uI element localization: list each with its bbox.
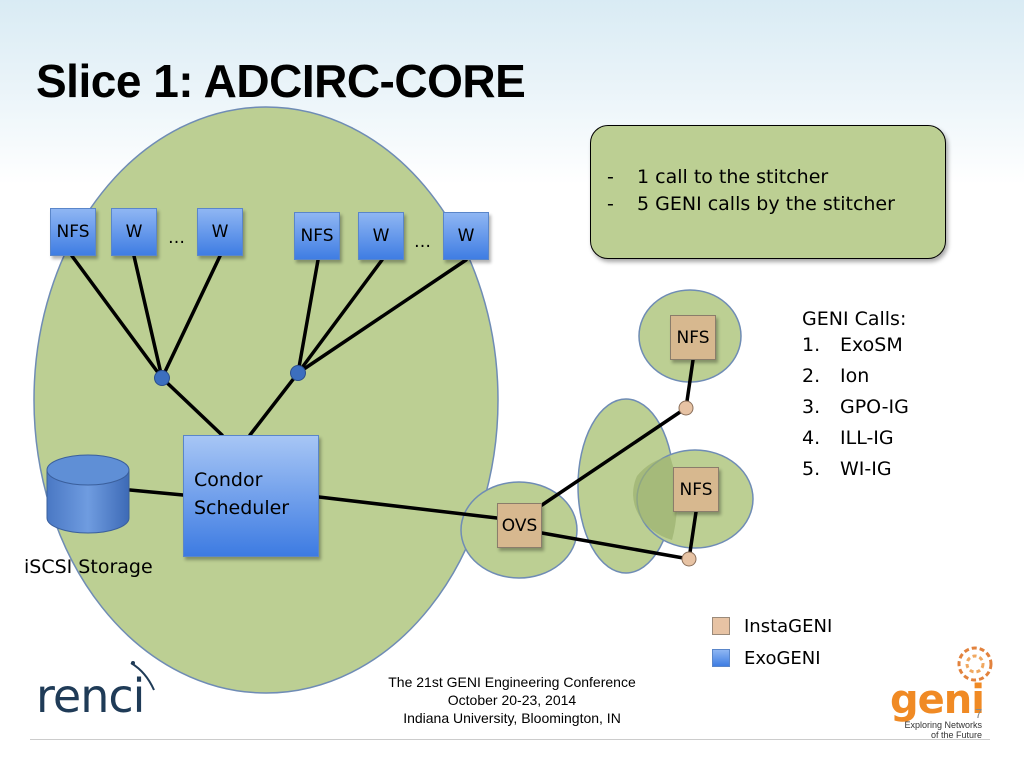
geni-call-item: 5.WI-IG (802, 458, 892, 480)
geni-call-item: 1.ExoSM (802, 334, 903, 356)
geni-call-item: 4.ILL-IG (802, 427, 894, 449)
iscsi-storage-label: iSCSI Storage (24, 556, 153, 578)
bottom-insta-port (681, 551, 697, 567)
condor-label-line1: Condor (194, 469, 263, 491)
renci-logo-graphic (130, 661, 155, 691)
geni-logo: geni Exploring Networks of the Future (890, 677, 985, 740)
stitcher-info-box: -1 call to the stitcher -5 GENI calls by… (590, 125, 946, 259)
footer-divider (30, 739, 990, 740)
right-junction-dot (290, 365, 306, 381)
left-worker-node: W (111, 208, 157, 256)
top-insta-port (678, 400, 694, 416)
right-ellipsis: … (414, 232, 431, 252)
footer-line: October 20-23, 2014 (447, 692, 577, 708)
ovs-node: OVS (497, 503, 542, 548)
right-worker-node-n: W (443, 212, 489, 260)
connection-lines (70, 254, 698, 561)
slide-title: Slice 1: ADCIRC-CORE (36, 55, 526, 107)
geni-call-item: 3.GPO-IG (802, 396, 909, 418)
geni-call-item: 2.Ion (802, 365, 870, 387)
bottom-nfs-node: NFS (673, 467, 719, 512)
right-nfs-node: NFS (294, 212, 340, 260)
condor-label-line2: Scheduler (194, 497, 290, 519)
left-nfs-node: NFS (50, 208, 96, 256)
legend-item-exogeni: ExoGENI (712, 642, 832, 674)
footer-line: The 21st GENI Engineering Conference (388, 674, 636, 690)
instageni-swatch (712, 617, 730, 635)
geni-calls-heading: GENI Calls: (802, 308, 907, 330)
iscsi-storage-cylinder (46, 454, 130, 534)
footer-line: Indiana University, Bloomington, IN (403, 710, 621, 726)
left-worker-node-n: W (197, 208, 243, 256)
legend-item-instageni: InstaGENI (712, 610, 832, 642)
right-worker-node: W (358, 212, 404, 260)
legend: InstaGENI ExoGENI (712, 610, 832, 674)
page-number: 7 (975, 706, 983, 721)
left-junction-dot (154, 370, 170, 386)
overlap-shade (633, 456, 678, 540)
geni-flower-icon (957, 646, 993, 682)
geni-calls-list: GENI Calls: 1.ExoSM 2.Ion 3.GPO-IG 4.ILL… (802, 308, 909, 489)
left-ellipsis: … (168, 228, 185, 248)
main-site-ellipse (33, 106, 499, 694)
exogeni-swatch (712, 649, 730, 667)
condor-scheduler-node: Condor Scheduler (183, 435, 319, 557)
info-item: -1 call to the stitcher (607, 166, 829, 188)
info-item: -5 GENI calls by the stitcher (607, 193, 895, 215)
top-nfs-node: NFS (670, 315, 716, 360)
conference-footer: The 21st GENI Engineering Conference Oct… (312, 673, 712, 727)
renci-logo: renci (36, 669, 145, 723)
